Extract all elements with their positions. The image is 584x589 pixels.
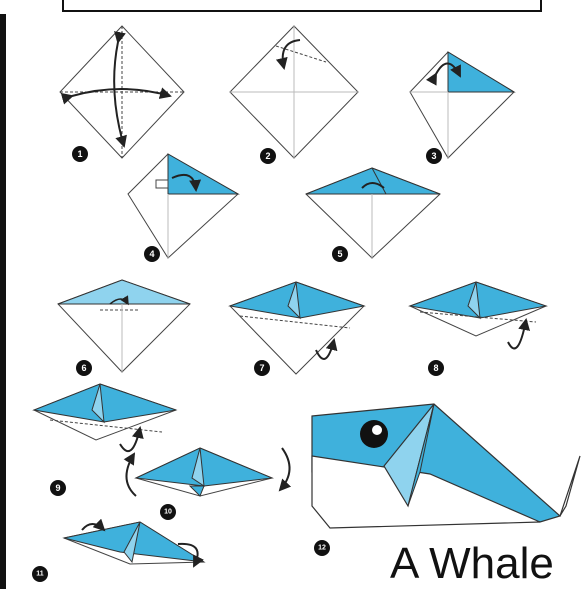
step-number-6: 6 xyxy=(76,360,92,376)
svg-text:9: 9 xyxy=(55,483,60,493)
step-2-diagram xyxy=(230,26,358,158)
step-number-12: 12 xyxy=(314,540,330,556)
step-12-whale xyxy=(312,404,580,528)
svg-text:5: 5 xyxy=(337,249,342,259)
svg-text:2: 2 xyxy=(265,151,270,161)
step-number-1: 1 xyxy=(72,146,88,162)
svg-text:6: 6 xyxy=(81,363,86,373)
svg-text:3: 3 xyxy=(431,151,436,161)
step-number-9: 9 xyxy=(50,480,66,496)
step-11-diagram xyxy=(64,522,204,566)
step-number-11: 11 xyxy=(32,566,48,582)
step-number-7: 7 xyxy=(254,360,270,376)
svg-text:4: 4 xyxy=(149,249,154,259)
step-8-diagram xyxy=(410,282,546,348)
step-4-diagram xyxy=(128,154,238,258)
step-6-diagram xyxy=(58,280,190,372)
step-number-4: 4 xyxy=(144,246,160,262)
svg-text:7: 7 xyxy=(259,363,264,373)
page-title: A Whale xyxy=(390,539,554,588)
svg-text:10: 10 xyxy=(164,509,172,516)
step-7-diagram xyxy=(230,282,364,374)
step-number-3: 3 xyxy=(426,148,442,164)
svg-text:11: 11 xyxy=(36,571,44,578)
step-number-8: 8 xyxy=(428,360,444,376)
step-5-diagram xyxy=(306,168,440,258)
svg-text:1: 1 xyxy=(77,149,82,159)
step-number-10: 10 xyxy=(160,504,176,520)
step-9-diagram xyxy=(34,384,176,451)
step-10-diagram xyxy=(126,448,289,496)
svg-text:8: 8 xyxy=(433,363,438,373)
step-3-diagram xyxy=(410,52,514,158)
svg-text:12: 12 xyxy=(318,545,326,552)
step-1-diagram xyxy=(60,26,184,158)
step-number-2: 2 xyxy=(260,148,276,164)
step-number-5: 5 xyxy=(332,246,348,262)
